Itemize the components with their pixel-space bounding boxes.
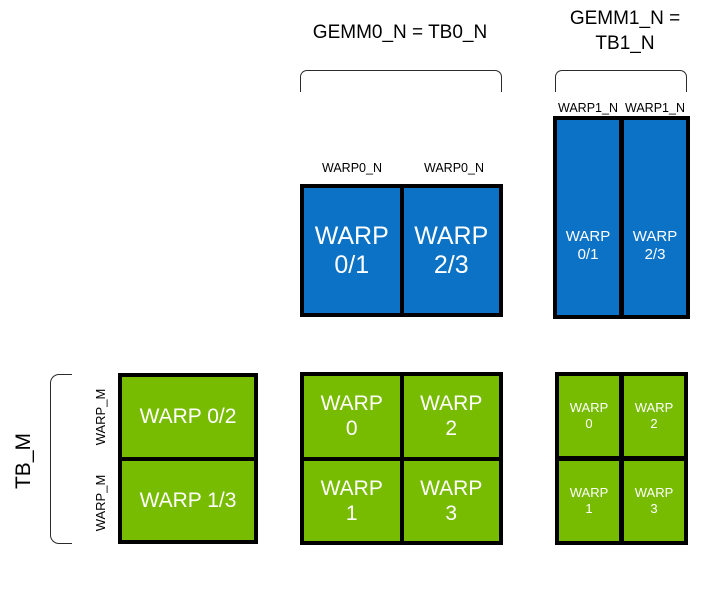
green-grid-right: WARP 0 WARP 2 WARP 1 WARP 3	[555, 372, 688, 545]
column-label-warp1-n-left: WARP1_N	[558, 101, 618, 115]
column-label-warp0-n-left: WARP0_N	[322, 161, 382, 175]
green-cell-middle-warp1[interactable]: WARP 1	[304, 460, 400, 541]
heading-gemm1: GEMM1_N = TB1_N	[569, 8, 681, 54]
bracket-gemm0-n	[300, 70, 502, 92]
green-cell-left-warp13[interactable]: WARP 1/3	[122, 460, 254, 540]
green-cell-middle-warp0[interactable]: WARP 0	[304, 376, 400, 457]
column-label-warp1-n-right: WARP1_N	[625, 101, 685, 115]
green-cell-right-warp3[interactable]: WARP 3	[624, 461, 684, 541]
bracket-tb-m	[50, 374, 72, 544]
green-cell-middle-warp3[interactable]: WARP 3	[403, 460, 499, 541]
column-label-warp0-n-right: WARP0_N	[424, 161, 484, 175]
green-grid-middle: WARP 0 WARP 2 WARP 1 WARP 3	[300, 372, 503, 545]
green-cell-left-warp02[interactable]: WARP 0/2	[122, 377, 254, 457]
label-warp-m-bottom: WARP_M	[93, 474, 108, 532]
blue-grid-gemm1: WARP 0/1 WARP 2/3	[553, 116, 690, 319]
blue-cell-gemm1-warp23[interactable]: WARP 2/3	[624, 120, 686, 315]
green-grid-left: WARP 0/2 WARP 1/3	[118, 373, 258, 544]
blue-grid-gemm0: WARP 0/1 WARP 2/3	[300, 184, 503, 317]
green-cell-right-warp1[interactable]: WARP 1	[559, 461, 619, 541]
blue-cell-gemm0-warp23[interactable]: WARP 2/3	[403, 188, 499, 313]
blue-cell-gemm0-warp01[interactable]: WARP 0/1	[304, 188, 400, 313]
label-tb-m: TB_M	[12, 433, 35, 490]
heading-gemm0: GEMM0_N = TB0_N	[312, 22, 488, 43]
green-cell-middle-warp2[interactable]: WARP 2	[403, 376, 499, 457]
green-cell-right-warp0[interactable]: WARP 0	[559, 376, 619, 456]
green-cell-right-warp2[interactable]: WARP 2	[624, 376, 684, 456]
label-warp-m-top: WARP_M	[93, 388, 108, 446]
blue-cell-gemm1-warp01[interactable]: WARP 0/1	[557, 120, 619, 315]
bracket-gemm1-n	[555, 70, 687, 92]
